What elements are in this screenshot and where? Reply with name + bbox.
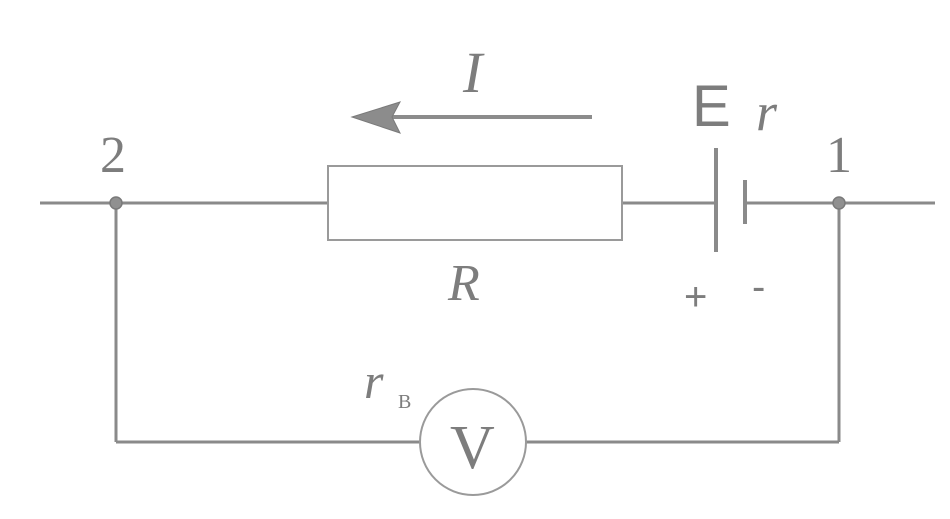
resistor: [327, 165, 623, 241]
voltmeter-circle: [419, 388, 527, 496]
current-label: I: [462, 40, 485, 105]
voltmeter-label: V: [450, 414, 495, 482]
node-1-label: 1: [826, 127, 852, 184]
minus-sign: -: [752, 265, 765, 309]
node-2-label: 2: [100, 127, 126, 184]
voltmeter-resistance-subscript: B: [398, 391, 411, 413]
plus-sign: +: [684, 275, 707, 319]
emf-label: E: [692, 74, 731, 139]
internal-resistance-label: r: [756, 82, 778, 142]
node-2-dot: [109, 196, 123, 210]
resistor-label: R: [447, 255, 480, 312]
voltmeter-resistance-label: r: [364, 353, 384, 409]
current-arrow-head: [350, 101, 402, 134]
node-1-dot: [832, 196, 846, 210]
